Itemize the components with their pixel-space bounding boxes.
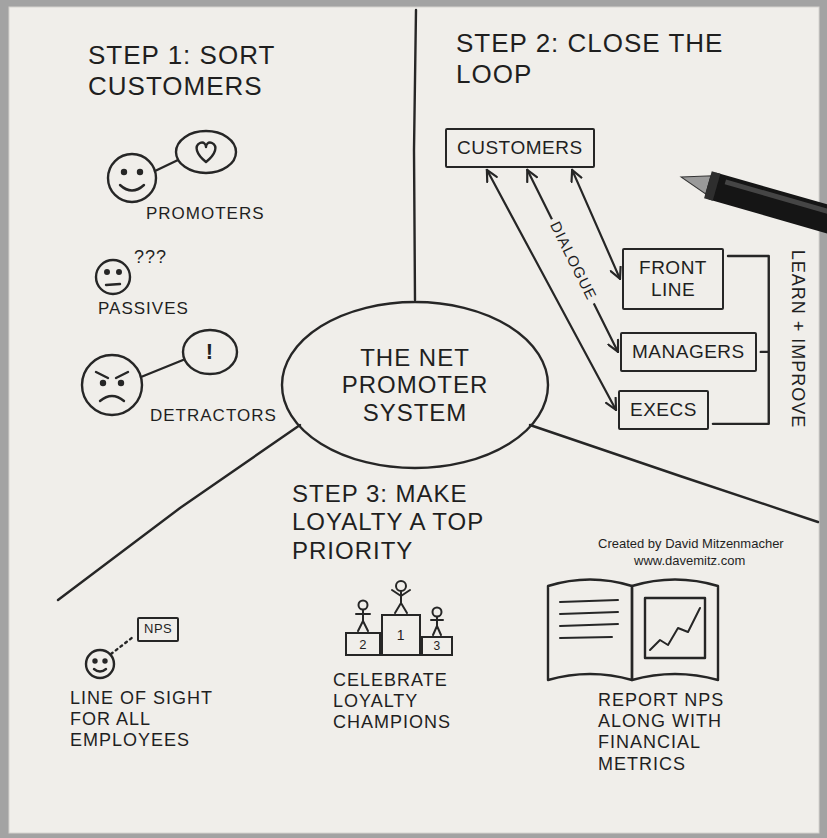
podium-figures: [431, 617, 443, 635]
group-bracket: [713, 256, 769, 424]
section-divider: [530, 425, 818, 522]
detractor-face: [96, 372, 108, 378]
promoter-face: [197, 142, 216, 162]
promoter-face: [122, 170, 126, 174]
report-book: [645, 598, 705, 658]
podium-figures: [356, 581, 443, 635]
node-text: 1: [397, 628, 405, 642]
passive-face: [96, 260, 130, 294]
step-heading: STEP 1: SORT CUSTOMERS: [88, 40, 333, 101]
dialogue-arrow: [527, 170, 618, 352]
action-caption: REPORT NPS ALONG WITH FINANCIAL METRICS: [598, 690, 778, 775]
pen: [725, 180, 827, 237]
connectors: [487, 170, 620, 410]
employee-face: [86, 637, 133, 678]
pen: [677, 164, 827, 262]
podium-block: 2: [345, 632, 381, 656]
segment-label: PASSIVES: [98, 299, 189, 319]
node-text: FRONT LINE: [634, 257, 712, 301]
detractor-face: [116, 372, 128, 378]
report-book: [560, 600, 618, 638]
employee-face: [86, 650, 114, 678]
detractor-face: [82, 330, 237, 415]
podium-block: 1: [381, 614, 421, 656]
detractor-face: [141, 360, 183, 377]
segment-label: PROMOTERS: [146, 204, 265, 224]
node-text: NPS: [144, 622, 172, 637]
passive-face: [117, 270, 121, 274]
detractor-face: [119, 381, 123, 385]
hub-outline: [282, 302, 548, 468]
detractor-face: [183, 330, 237, 374]
credit-url: www.davemitz.com: [634, 553, 745, 568]
report-book: [548, 580, 632, 681]
process-box: FRONT LINE: [622, 248, 724, 310]
step-heading: STEP 2: CLOSE THE LOOP: [456, 28, 756, 89]
report-book: [632, 580, 718, 681]
bracket-label: LEARN + IMPROVE: [786, 250, 807, 429]
detractor-face: [82, 355, 142, 415]
node-text: MANAGERS: [632, 341, 745, 363]
action-caption: CELEBRATE LOYALTY CHAMPIONS: [333, 670, 483, 734]
promoter-face: [120, 185, 144, 191]
sketch-lines: [58, 10, 818, 680]
podium-block: 3: [421, 636, 453, 656]
report-book: [650, 608, 700, 650]
podium-figures: [359, 601, 368, 610]
hub-circle: THE NET PROMOTER SYSTEM: [280, 300, 550, 470]
napkin: [9, 7, 819, 833]
metric-box: NPS: [137, 617, 179, 642]
credit-note: Created by David Mitzenmacher: [598, 536, 784, 551]
node-text: THE NET PROMOTER SYSTEM: [326, 344, 504, 427]
passive-face: [96, 260, 130, 294]
pen: [704, 171, 720, 200]
podium-figures: [433, 608, 442, 617]
question-marks: ???: [134, 247, 167, 268]
dialogue-arrow: [487, 170, 616, 410]
segment-label: DETRACTORS: [150, 406, 277, 426]
process-box: CUSTOMERS: [445, 128, 595, 168]
step-heading: STEP 3: MAKE LOYALTY A TOP PRIORITY: [292, 480, 507, 565]
podium-figures: [396, 581, 406, 591]
promoter-face: [138, 170, 142, 174]
node-text: 3: [433, 640, 440, 652]
passive-face: [105, 270, 109, 274]
exclamation-mark: !: [206, 339, 214, 365]
employee-face: [111, 637, 133, 654]
promoter-face: [155, 160, 178, 171]
podium-figures: [356, 610, 370, 631]
section-divider: [58, 425, 300, 600]
node-text: EXECS: [630, 399, 697, 421]
promoter-face: [108, 154, 156, 202]
promoter-face: [108, 131, 236, 202]
connector-label: DIALOGUE: [543, 215, 601, 307]
employee-face: [94, 669, 106, 672]
podium-figures: [392, 590, 410, 613]
passive-face: [106, 284, 120, 285]
process-box: MANAGERS: [620, 332, 757, 372]
section-divider: [414, 10, 416, 300]
section-divider: [58, 10, 818, 600]
action-caption: LINE OF SIGHT FOR ALL EMPLOYEES: [70, 688, 220, 752]
employee-face: [94, 660, 97, 663]
process-box: EXECS: [618, 390, 709, 430]
node-text: CUSTOMERS: [457, 137, 583, 159]
report-book: [548, 580, 718, 681]
detractor-face: [100, 396, 124, 401]
promoter-face: [176, 131, 236, 173]
detractor-face: [101, 381, 105, 385]
node-text: 2: [359, 638, 367, 651]
employee-face: [104, 660, 107, 663]
